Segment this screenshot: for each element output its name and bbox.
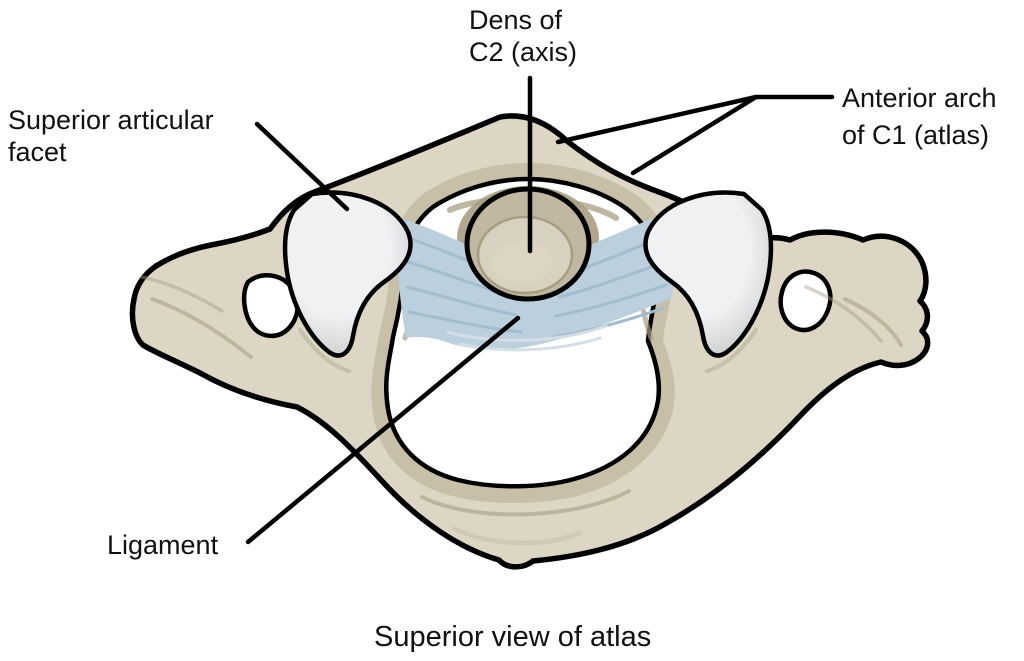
right-transverse-foramen [778, 269, 833, 333]
leader-line-superior-articular-facet [254, 121, 350, 212]
leader-line-ligament [245, 315, 521, 545]
ligament-highlights [446, 324, 608, 352]
right-superior-articular-facet [643, 190, 774, 358]
leader-line-anterior-arch [555, 94, 835, 176]
figure-caption: Superior view of atlas [374, 621, 652, 653]
label-anterior-arch: Anterior arch of C1 (atlas) [842, 83, 997, 150]
left-transverse-foramen [241, 273, 300, 339]
label-superior-articular-facet: Superior articular facet [8, 105, 214, 167]
label-ligament: Ligament [107, 530, 219, 560]
dens-highlight [491, 241, 553, 283]
left-superior-articular-facet [282, 190, 413, 358]
leader-lines [245, 75, 835, 545]
label-dens-of-c2: Dens of C2 (axis) [469, 5, 578, 67]
